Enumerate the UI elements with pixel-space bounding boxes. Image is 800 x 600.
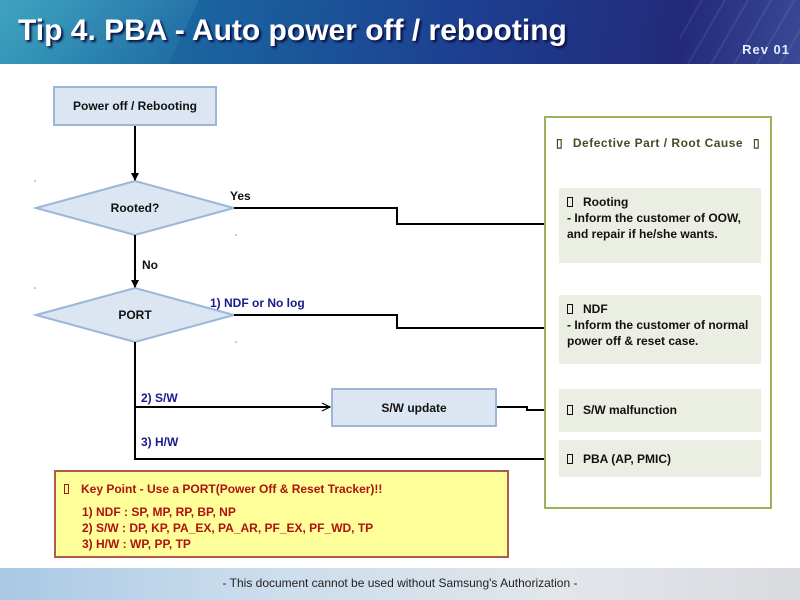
key-point-item: 2) S/W : DP, KP, PA_EX, PA_AR, PF_EX, PF… xyxy=(82,521,374,535)
cause-heading: PBA (AP, PMIC) xyxy=(583,452,672,466)
key-point-title-text: Key Point - Use a PORT(Power Off & Reset… xyxy=(81,482,383,496)
header-banner: Tip 4. PBA - Auto power off / rebooting … xyxy=(0,0,800,64)
cause-rooting: Rooting - Inform the customer of OOW, an… xyxy=(559,188,761,263)
edge-update-to-malfunction xyxy=(496,407,556,410)
cause-detail: - Inform the customer of normal power of… xyxy=(567,318,749,348)
cause-pba: PBA (AP, PMIC) xyxy=(559,440,761,477)
edge-label-no: No xyxy=(142,258,158,272)
edge-label-hw: 3) H/W xyxy=(141,435,179,449)
edge-ndf-to-ndf xyxy=(234,314,556,328)
cause-detail: - Inform the customer of OOW, and repair… xyxy=(567,211,742,241)
decision-rooted-label: Rooted? xyxy=(110,201,160,215)
revision-label: Rev 01 xyxy=(742,42,790,57)
panel-title-text: Defective Part / Root Cause xyxy=(572,136,744,150)
edge-label-yes: Yes xyxy=(230,189,251,203)
key-point-title: Key Point - Use a PORT(Power Off & Reset… xyxy=(64,482,382,496)
bracket-right-icon: ▯ xyxy=(752,136,761,150)
root-cause-panel-title: ▯ Defective Part / Root Cause ▯ xyxy=(546,136,770,150)
sw-update-label: S/W update xyxy=(381,400,447,415)
footer-disclaimer: - This document cannot be used without S… xyxy=(222,576,578,590)
bullet-icon xyxy=(567,454,573,464)
bullet-icon xyxy=(567,304,573,314)
key-point-box: Key Point - Use a PORT(Power Off & Reset… xyxy=(54,470,509,558)
page-title: Tip 4. PBA - Auto power off / rebooting xyxy=(18,14,567,47)
key-point-list: 1) NDF : SP, MP, RP, BP, NP 2) S/W : DP,… xyxy=(82,504,373,552)
bracket-left-icon: ▯ xyxy=(555,136,564,150)
cause-heading: S/W malfunction xyxy=(583,403,677,417)
key-point-item: 3) H/W : WP, PP, TP xyxy=(82,537,191,551)
start-box-label: Power off / Rebooting xyxy=(73,99,197,113)
edge-yes-to-rooting xyxy=(234,207,556,224)
bullet-icon xyxy=(567,197,573,207)
cause-ndf: NDF - Inform the customer of normal powe… xyxy=(559,295,761,364)
edge-label-ndf: 1) NDF or No log xyxy=(210,296,305,310)
sw-update-box: S/W update xyxy=(331,388,497,427)
cause-sw-malfunction: S/W malfunction xyxy=(559,389,761,432)
edge-label-sw: 2) S/W xyxy=(141,391,178,405)
key-point-item: 1) NDF : SP, MP, RP, BP, NP xyxy=(82,505,236,519)
footer-bar: - This document cannot be used without S… xyxy=(0,568,800,600)
cause-heading: Rooting xyxy=(583,195,629,209)
root-cause-panel: ▯ Defective Part / Root Cause ▯ Rooting … xyxy=(544,116,772,509)
cause-heading: NDF xyxy=(583,302,608,316)
bullet-icon xyxy=(64,484,69,494)
start-box-power-off-rebooting: Power off / Rebooting xyxy=(53,86,217,126)
decision-port-label: PORT xyxy=(118,308,152,322)
bullet-icon xyxy=(567,405,573,415)
